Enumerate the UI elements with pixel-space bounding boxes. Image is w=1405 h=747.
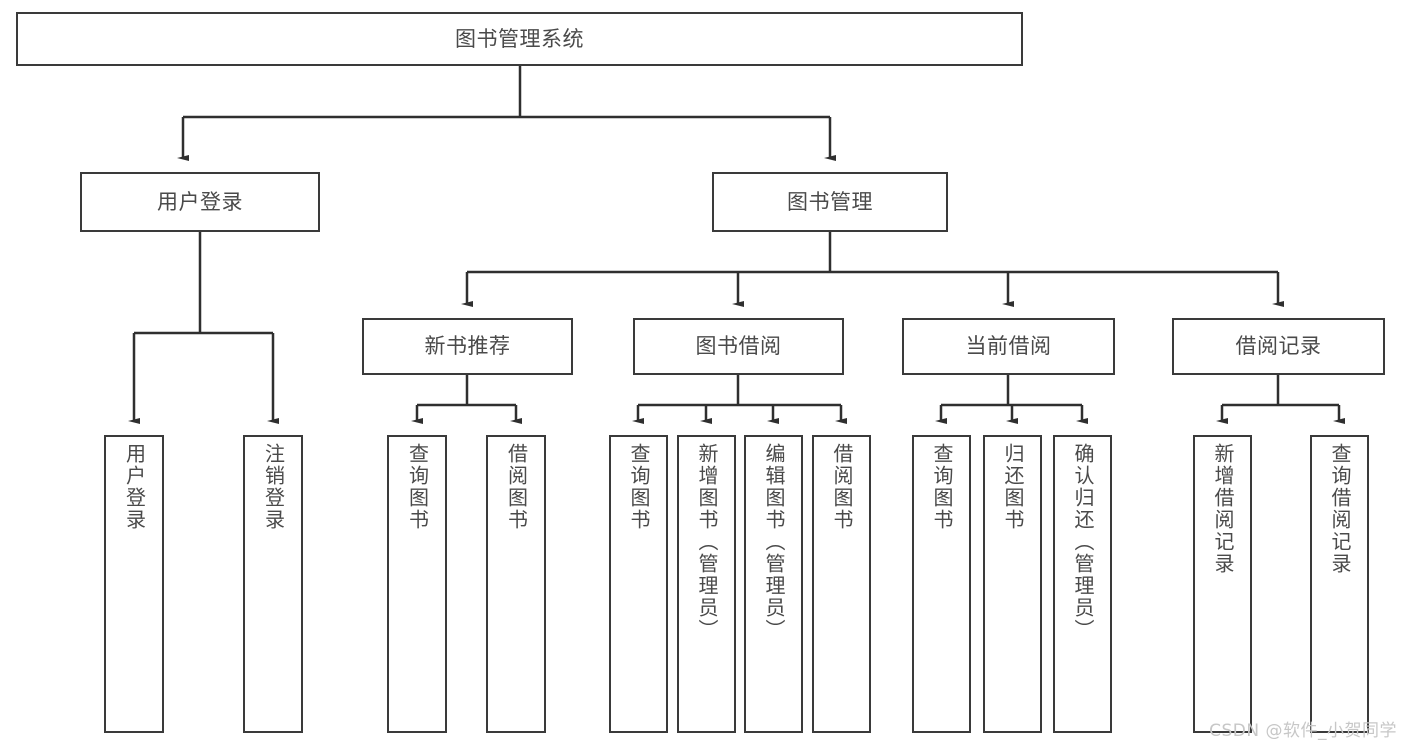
node-leaf-add-record-label: 新增借阅记录	[1211, 443, 1235, 575]
watermark-text: CSDN @软件_小贺同学	[1209, 721, 1397, 741]
node-leaf-query-book-2[interactable]: 查询图书	[609, 435, 668, 733]
node-leaf-borrow-book-2[interactable]: 借阅图书	[812, 435, 871, 733]
node-book-manage[interactable]: 图书管理	[712, 172, 948, 232]
node-borrow-record[interactable]: 借阅记录	[1172, 318, 1385, 375]
node-leaf-query-record-label: 查询借阅记录	[1328, 443, 1352, 575]
node-leaf-borrow-book-2-label: 借阅图书	[830, 443, 854, 531]
node-leaf-borrow-book-1[interactable]: 借阅图书	[486, 435, 546, 733]
node-leaf-borrow-book-1-label: 借阅图书	[504, 443, 529, 531]
node-book-borrow[interactable]: 图书借阅	[633, 318, 844, 375]
node-leaf-return-book[interactable]: 归还图书	[983, 435, 1042, 733]
node-user-login[interactable]: 用户登录	[80, 172, 320, 232]
node-new-book-recommend[interactable]: 新书推荐	[362, 318, 573, 375]
node-root-label: 图书管理系统	[455, 26, 584, 51]
node-leaf-query-book-2-label: 查询图书	[627, 443, 651, 531]
node-leaf-confirm-return[interactable]: 确认归还（管理员）	[1053, 435, 1112, 733]
node-leaf-query-record[interactable]: 查询借阅记录	[1310, 435, 1369, 733]
node-leaf-user-login[interactable]: 用户登录	[104, 435, 164, 733]
node-leaf-user-login-label: 用户登录	[122, 443, 147, 531]
node-new-book-recommend-label: 新书推荐	[424, 334, 511, 359]
node-leaf-logout[interactable]: 注销登录	[243, 435, 303, 733]
node-leaf-add-record[interactable]: 新增借阅记录	[1193, 435, 1252, 733]
node-leaf-confirm-return-label: 确认归还（管理员）	[1071, 443, 1095, 641]
node-leaf-query-book-1-label: 查询图书	[405, 443, 430, 531]
node-leaf-query-book-3-label: 查询图书	[930, 443, 954, 531]
node-book-borrow-label: 图书借阅	[695, 334, 782, 359]
node-leaf-query-book-3[interactable]: 查询图书	[912, 435, 971, 733]
node-user-login-label: 用户登录	[157, 189, 243, 214]
node-root[interactable]: 图书管理系统	[16, 12, 1023, 66]
node-leaf-edit-book[interactable]: 编辑图书（管理员）	[744, 435, 803, 733]
node-leaf-logout-label: 注销登录	[261, 443, 286, 531]
node-book-manage-label: 图书管理	[787, 189, 873, 214]
node-leaf-return-book-label: 归还图书	[1001, 443, 1025, 531]
node-leaf-add-book[interactable]: 新增图书（管理员）	[677, 435, 736, 733]
node-borrow-record-label: 借阅记录	[1235, 334, 1322, 359]
node-leaf-edit-book-label: 编辑图书（管理员）	[762, 443, 786, 641]
node-leaf-query-book-1[interactable]: 查询图书	[387, 435, 447, 733]
node-current-borrow-label: 当前借阅	[965, 334, 1052, 359]
node-leaf-add-book-label: 新增图书（管理员）	[695, 443, 719, 641]
node-current-borrow[interactable]: 当前借阅	[902, 318, 1115, 375]
